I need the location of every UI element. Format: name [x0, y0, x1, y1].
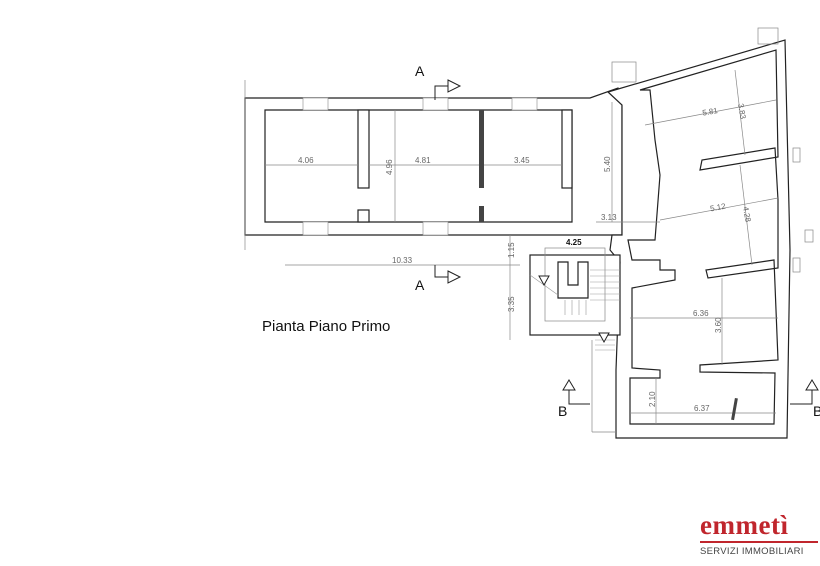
dim-label: 10.33: [392, 256, 413, 265]
dim-label: 4.81: [415, 156, 431, 165]
dim-label: 3.13: [601, 213, 617, 222]
section-label-a-bottom: A: [415, 277, 425, 293]
dim-label: 2.10: [648, 391, 657, 407]
partition-thin: [479, 110, 484, 188]
dim-label: 4.28: [741, 206, 753, 223]
balcony: [611, 61, 637, 83]
section-label-b-left: B: [558, 403, 567, 419]
balcony: [757, 27, 779, 45]
dim-label: 5.81: [702, 106, 719, 118]
dim-label: 3.45: [514, 156, 530, 165]
dim-label: 1.15: [507, 242, 516, 258]
section-markers: [434, 79, 819, 405]
partition: [357, 209, 370, 223]
dimension-labels: 4.06 4.96 4.81 3.45 5.40 3.13 4.25 10.33…: [298, 103, 753, 413]
windows: [302, 97, 538, 236]
dim-label: 6.37: [694, 404, 710, 413]
partition-thin: [479, 206, 484, 222]
partition: [561, 109, 573, 189]
dim-label: 4.96: [385, 159, 394, 175]
dim-label: 6.36: [693, 309, 709, 318]
section-label-a-top: A: [415, 63, 425, 79]
dim-label: 3.60: [714, 317, 723, 333]
section-label-b-right: B: [813, 403, 820, 419]
dimension-lines: [265, 69, 779, 424]
logo-tagline: SERVIZI IMMOBILIARI: [700, 545, 804, 557]
dim-label: 4.25: [566, 238, 582, 247]
dim-label: 3.35: [507, 296, 516, 312]
logo-divider: [700, 541, 818, 543]
dim-label: 3.83: [736, 103, 748, 120]
dim-label: 5.12: [709, 202, 726, 214]
stairwell: [529, 247, 621, 351]
logo-name: emmetì: [700, 510, 789, 540]
dim-label: 4.06: [298, 156, 314, 165]
partition: [357, 109, 370, 189]
plan-title: Pianta Piano Primo: [262, 318, 391, 335]
company-logo: emmetì SERVIZI IMMOBILIARI: [700, 512, 820, 557]
dim-label: 5.40: [603, 156, 612, 172]
right-wing-walls: [606, 39, 791, 439]
